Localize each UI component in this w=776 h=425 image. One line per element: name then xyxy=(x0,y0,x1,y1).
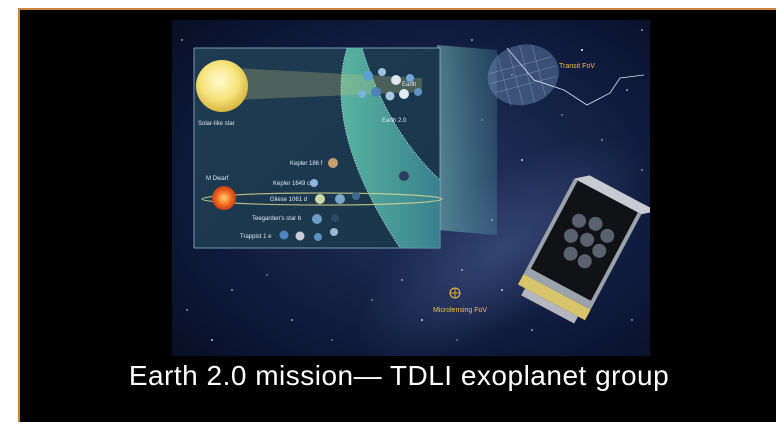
m-dwarf-icon xyxy=(212,186,236,210)
telescope-icon xyxy=(517,175,650,324)
m-dwarf-orbit xyxy=(201,192,443,206)
habitable-zone xyxy=(340,48,440,248)
label-solar-like-star: Solar-like star xyxy=(198,121,235,127)
label-trappist-1e: Trappist 1 e xyxy=(240,234,272,240)
slide-frame: Solar-like star Earth Earth 2.0 M Dwarf xyxy=(18,8,776,422)
microlensing-fov-marker xyxy=(449,287,461,299)
fov-beam xyxy=(437,45,497,235)
illustration-svg: Solar-like star Earth Earth 2.0 M Dwarf xyxy=(172,20,650,356)
label-kepler-186f: Kepler 186 f xyxy=(290,161,323,167)
label-m-dwarf: M Dwarf xyxy=(206,176,229,182)
label-transit-fov: Transit FoV xyxy=(559,63,595,70)
slide-caption: Earth 2.0 mission— TDLI exoplanet group xyxy=(128,360,670,391)
earth2-mission-illustration: Solar-like star Earth Earth 2.0 M Dwarf xyxy=(172,20,650,356)
star-field xyxy=(181,29,643,341)
label-gliese-1061d: Gliese 1061 d xyxy=(270,197,307,203)
label-kepler-1649c: Kepler 1649 c xyxy=(273,181,310,187)
transit-fov-grid xyxy=(487,44,559,107)
sun-icon xyxy=(196,60,248,112)
constellation-lines xyxy=(506,47,645,106)
label-teegarden-star-b: Teegarden's star b xyxy=(252,216,302,222)
exoplanets xyxy=(279,158,409,241)
earth-planets xyxy=(358,68,422,101)
label-earth-2: Earth 2.0 xyxy=(382,118,407,124)
label-microlensing-fov: Microlensing FoV xyxy=(433,307,487,314)
label-earth: Earth xyxy=(402,82,416,88)
